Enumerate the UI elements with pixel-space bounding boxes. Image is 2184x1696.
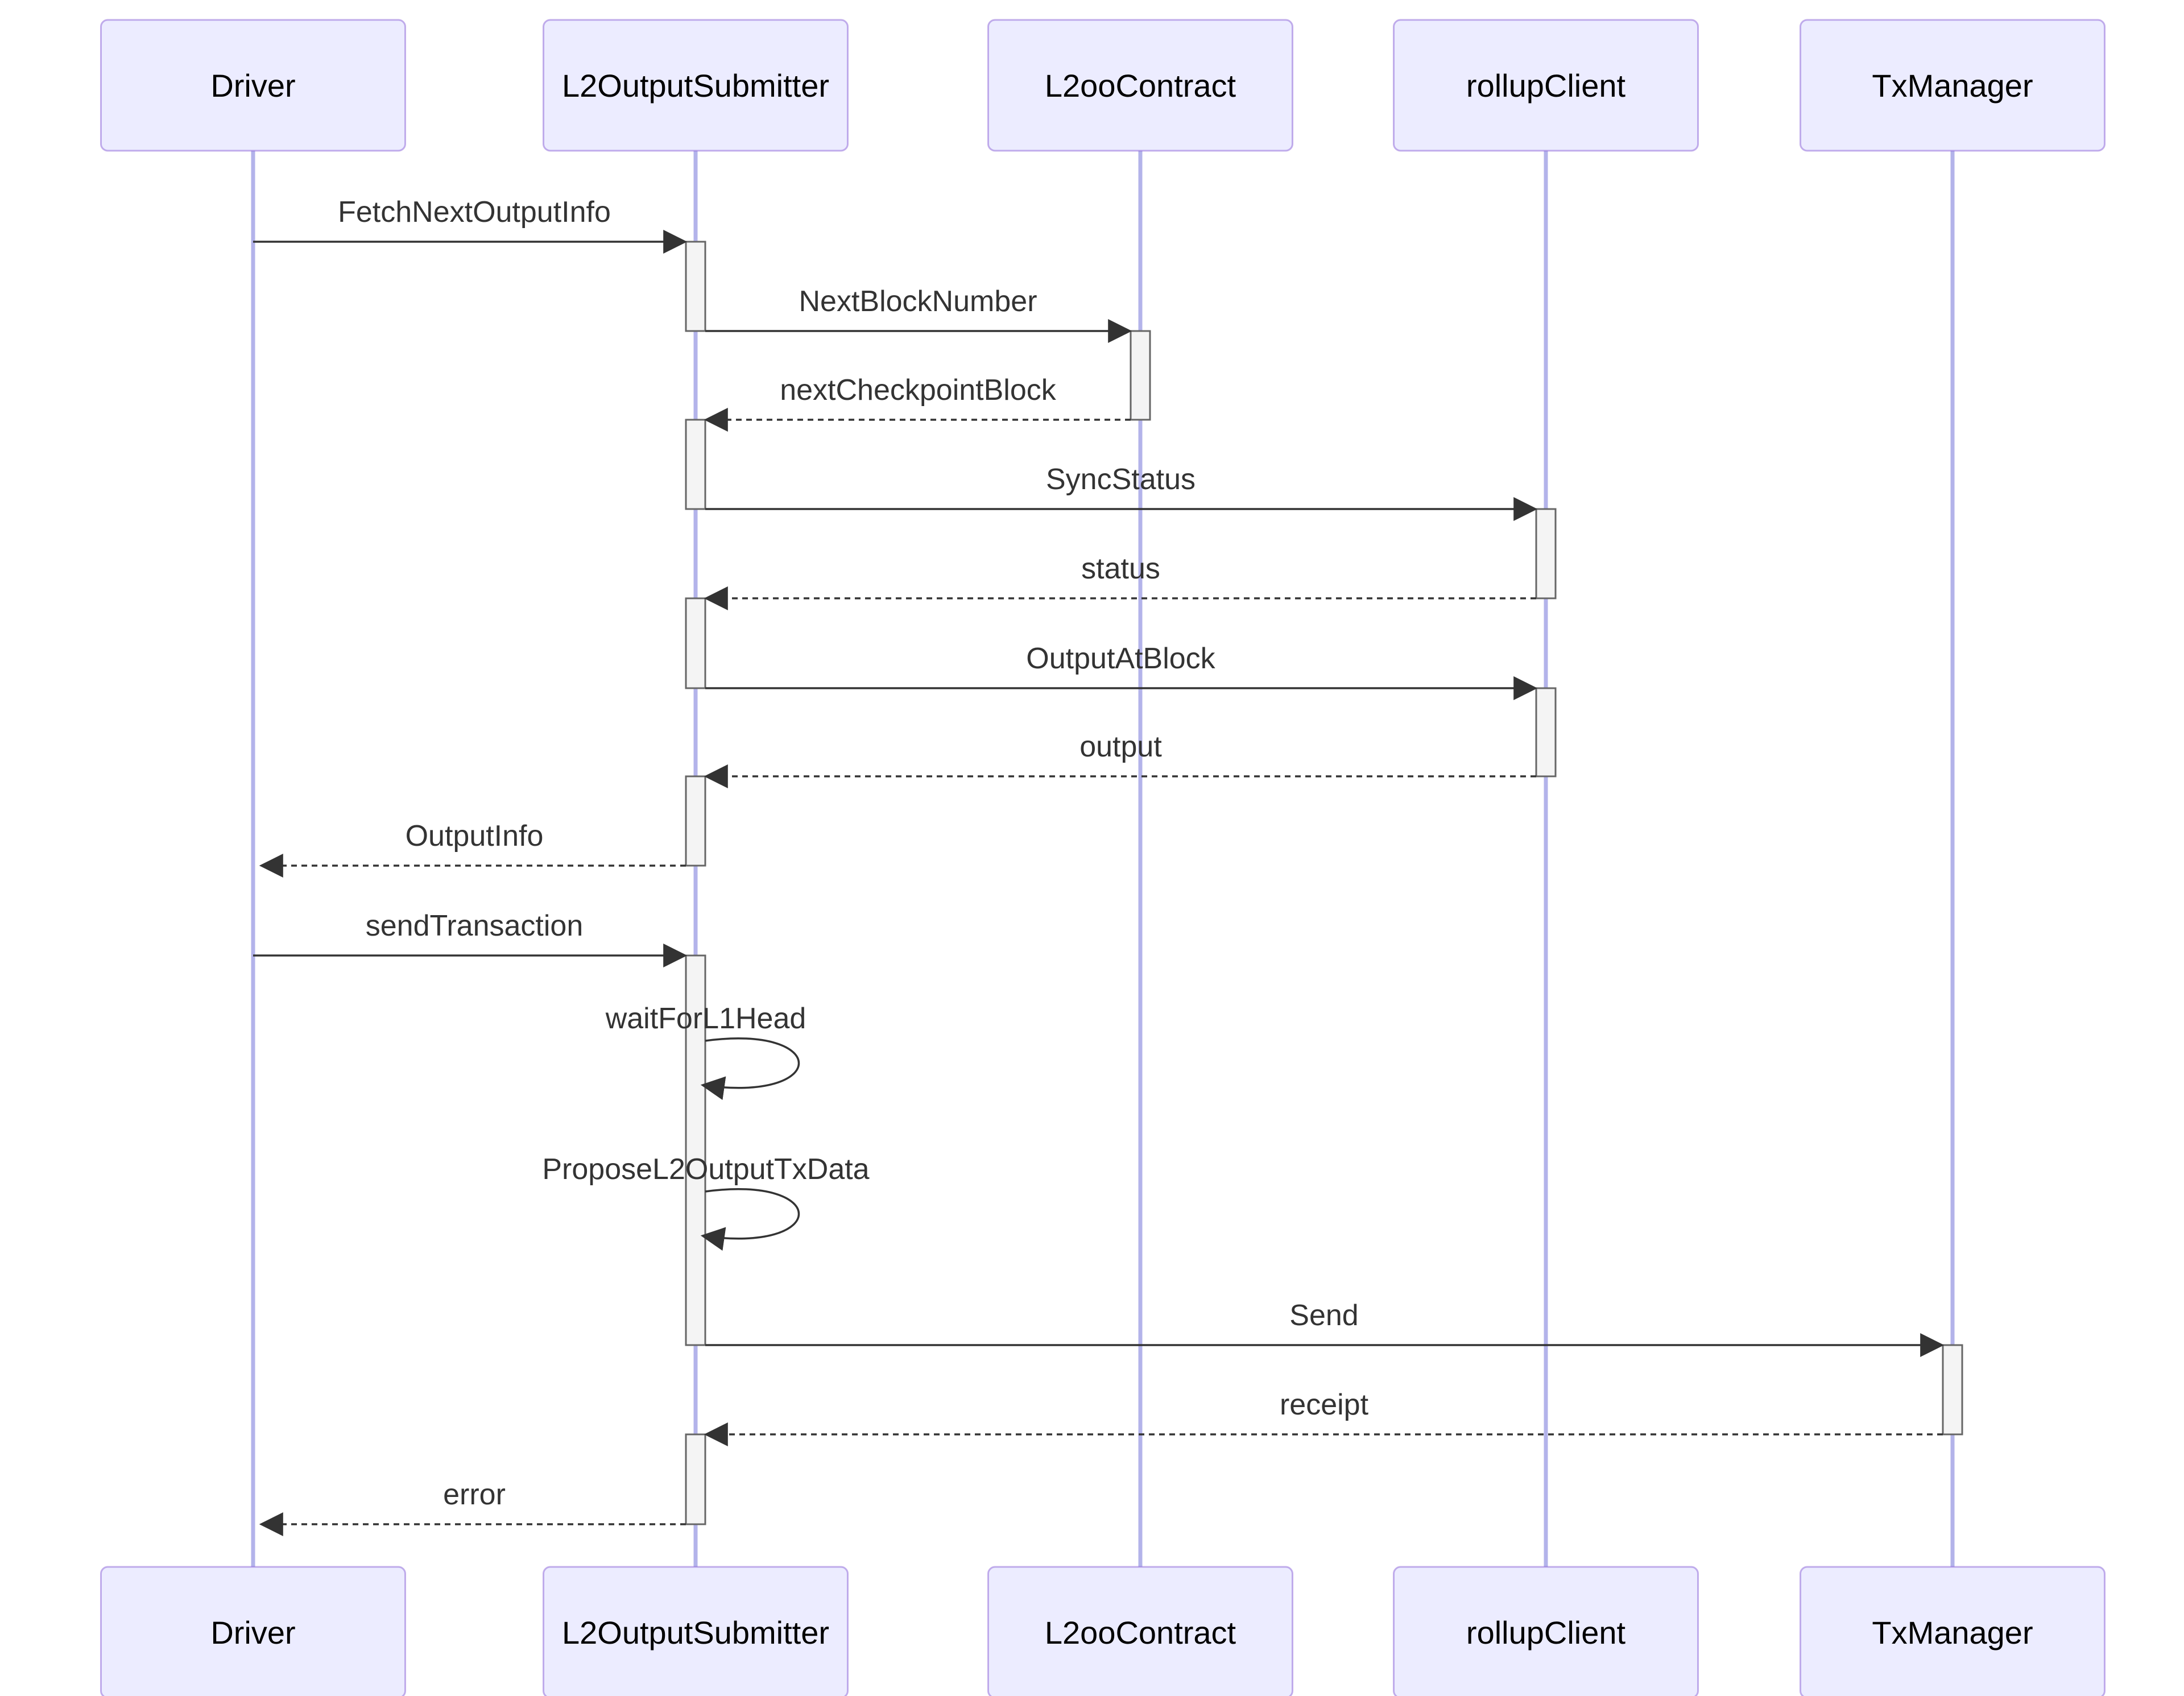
activation-box: [685, 1433, 706, 1525]
message-label: OutputAtBlock: [1026, 642, 1215, 675]
activation-box: [1942, 1344, 1963, 1436]
message-13: receipt: [704, 1388, 1943, 1446]
actor-box: [100, 19, 406, 152]
activation-box: [685, 597, 706, 689]
actor-box: [100, 1566, 406, 1696]
message-2: NextBlockNumber: [705, 285, 1132, 343]
message-12: Send: [705, 1299, 1945, 1357]
message-label: receipt: [1280, 1388, 1369, 1421]
message-label: status: [1081, 552, 1160, 585]
message-label: SyncStatus: [1046, 463, 1196, 496]
actor-label: Driver: [210, 1615, 295, 1651]
actor-box: [987, 19, 1293, 152]
message-label: OutputInfo: [406, 820, 544, 853]
message-11: ProposeL2OutputTxData: [542, 1153, 870, 1251]
message-label: FetchNextOutputInfo: [338, 196, 611, 229]
actor-label: rollupClient: [1466, 68, 1626, 104]
activation-box: [1535, 687, 1557, 777]
actor-l2oo-bottom: L2ooContract: [987, 1566, 1293, 1696]
actors: DriverDriverL2OutputSubmitterL2OutputSub…: [100, 19, 2106, 1696]
activations: [685, 241, 1963, 1525]
message-8: OutputInfo: [259, 820, 686, 878]
actor-label: rollupClient: [1466, 1615, 1626, 1651]
message-arrow: [700, 1188, 800, 1251]
message-label: ProposeL2OutputTxData: [542, 1153, 869, 1186]
actor-box: [1800, 19, 2106, 152]
actor-rollup-top: rollupClient: [1393, 19, 1699, 152]
message-arrow: [700, 1037, 800, 1101]
message-9: sendTransaction: [253, 909, 688, 967]
actor-submitter-bottom: L2OutputSubmitter: [543, 1566, 849, 1696]
message-3: nextCheckpointBlock: [704, 374, 1131, 432]
activation-box: [685, 775, 706, 867]
message-5: status: [704, 552, 1536, 610]
message-6: OutputAtBlock: [705, 642, 1538, 700]
activation-box: [1130, 330, 1151, 421]
message-14: error: [259, 1478, 686, 1536]
actor-label: L2ooContract: [1045, 68, 1236, 104]
actor-box: [543, 19, 849, 152]
actor-txmgr-top: TxManager: [1800, 19, 2106, 152]
message-label: NextBlockNumber: [799, 285, 1037, 318]
actor-submitter-top: L2OutputSubmitter: [543, 19, 849, 152]
actor-label: TxManager: [1872, 1615, 2033, 1651]
actor-label: L2OutputSubmitter: [562, 68, 829, 104]
actor-label: TxManager: [1872, 68, 2033, 104]
message-label: output: [1079, 730, 1162, 763]
message-label: error: [443, 1478, 506, 1511]
actor-box: [987, 1566, 1293, 1696]
actor-label: Driver: [210, 68, 295, 104]
actor-box: [1393, 19, 1699, 152]
message-1: FetchNextOutputInfo: [253, 196, 688, 254]
actor-box: [1800, 1566, 2106, 1696]
actor-rollup-bottom: rollupClient: [1393, 1566, 1699, 1696]
activation-box: [1535, 508, 1557, 599]
message-4: SyncStatus: [705, 463, 1538, 521]
message-label: waitForL1Head: [605, 1002, 806, 1035]
actor-txmgr-bottom: TxManager: [1800, 1566, 2106, 1696]
actor-driver-top: Driver: [100, 19, 406, 152]
message-label: nextCheckpointBlock: [780, 374, 1057, 407]
actor-label: L2OutputSubmitter: [562, 1615, 829, 1651]
message-10: waitForL1Head: [605, 1002, 806, 1101]
actor-box: [543, 1566, 849, 1696]
activation-box: [685, 241, 706, 332]
message-label: Send: [1289, 1299, 1358, 1332]
activation-box: [685, 419, 706, 510]
actor-l2oo-top: L2ooContract: [987, 19, 1293, 152]
activation-box: [685, 954, 706, 1346]
message-7: output: [704, 730, 1536, 788]
actor-box: [1393, 1566, 1699, 1696]
lifelines: [251, 151, 1955, 1567]
actor-label: L2ooContract: [1045, 1615, 1236, 1651]
actor-driver-bottom: Driver: [100, 1566, 406, 1696]
message-label: sendTransaction: [366, 909, 584, 942]
